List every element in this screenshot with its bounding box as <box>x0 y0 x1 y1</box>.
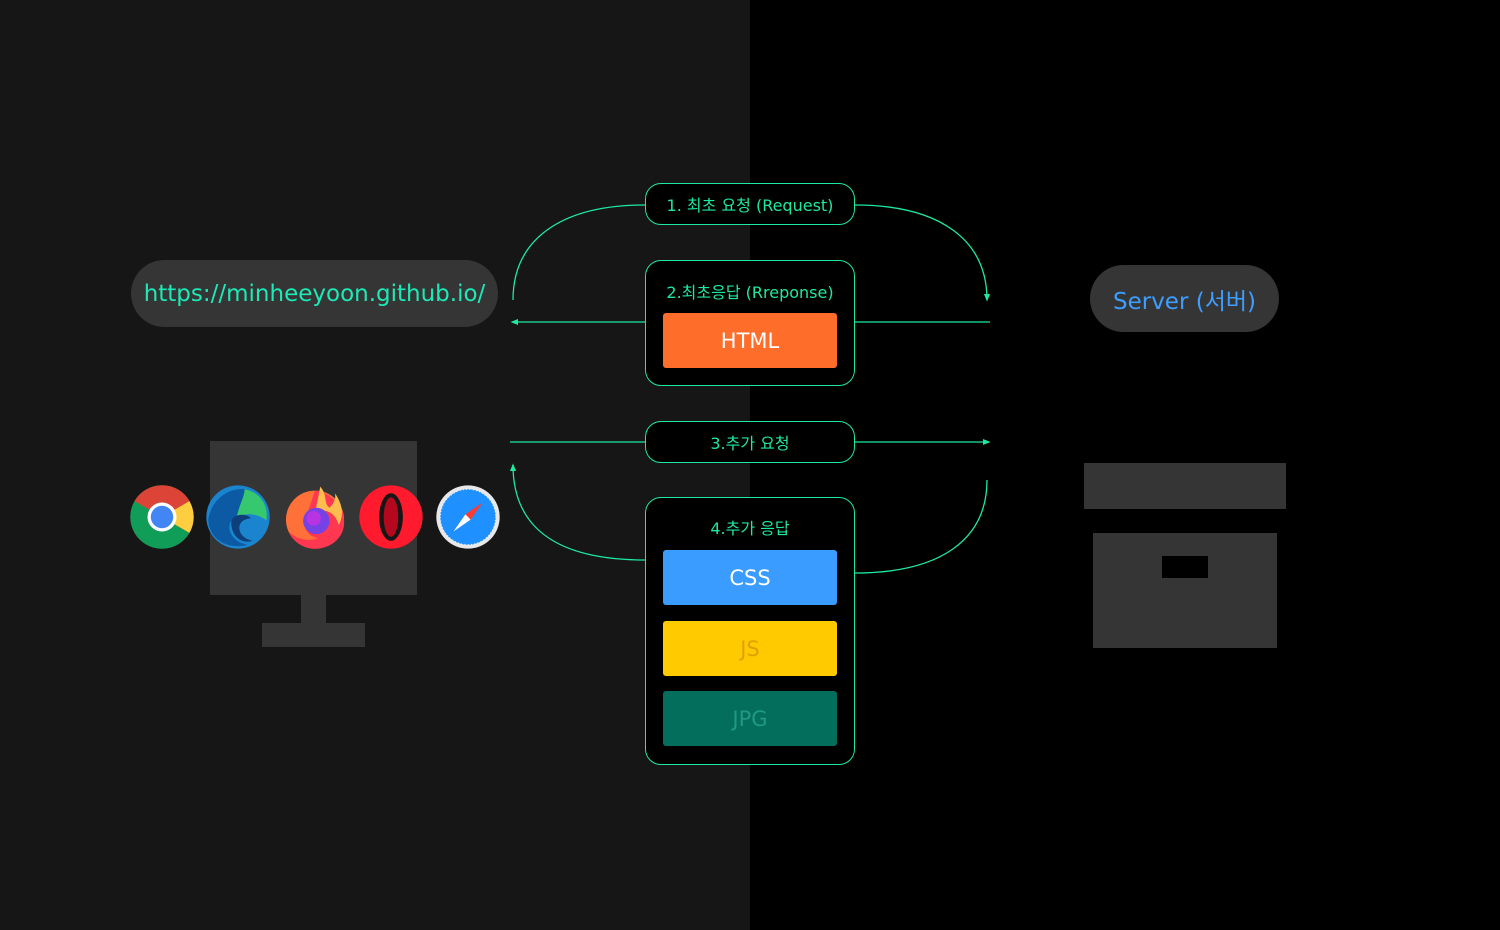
step-extra-request-label: 3.추가 요청 <box>710 434 790 453</box>
step-request-label: 1. 최초 요청 (Request) <box>666 196 834 215</box>
chrome-icon <box>129 484 195 550</box>
step-extra-response-title: 4.추가 응답 <box>710 519 790 538</box>
opera-icon <box>358 484 424 550</box>
file-html: HTML <box>663 313 837 368</box>
step-response: 2.최초응답 (Rreponse) HTML <box>645 260 855 386</box>
step-response-title: 2.최초응답 (Rreponse) <box>666 283 834 302</box>
server-label: Server (서버) <box>1112 288 1256 315</box>
server-box-lid <box>1084 463 1286 509</box>
monitor-neck <box>301 595 326 623</box>
url-text: https://minheeyoon.github.io/ <box>143 280 486 307</box>
extra-response-arc-left <box>509 463 646 561</box>
file-js: JS <box>663 621 837 676</box>
file-html-label: HTML <box>720 328 780 353</box>
file-jpg: JPG <box>663 691 837 746</box>
step-extra-response: 4.추가 응답 CSS JS JPG <box>645 497 855 765</box>
step-request: 1. 최초 요청 (Request) <box>645 183 855 225</box>
request-arc-left <box>512 204 646 301</box>
monitor-base <box>262 623 365 647</box>
firefox-icon <box>282 484 348 550</box>
server-pill: Server (서버) <box>1090 265 1279 332</box>
server-box-handle <box>1162 556 1208 578</box>
edge-icon <box>205 484 271 550</box>
file-jpg-label: JPG <box>732 706 768 731</box>
request-arc-right <box>854 204 991 302</box>
file-css: CSS <box>663 550 837 605</box>
safari-icon <box>435 484 501 550</box>
server-box-body <box>1093 533 1277 648</box>
step-extra-request: 3.추가 요청 <box>645 421 855 463</box>
file-js-label: JS <box>740 636 760 661</box>
file-css-label: CSS <box>729 565 771 590</box>
extra-response-arc-right <box>854 479 988 574</box>
url-pill: https://minheeyoon.github.io/ <box>131 260 498 327</box>
